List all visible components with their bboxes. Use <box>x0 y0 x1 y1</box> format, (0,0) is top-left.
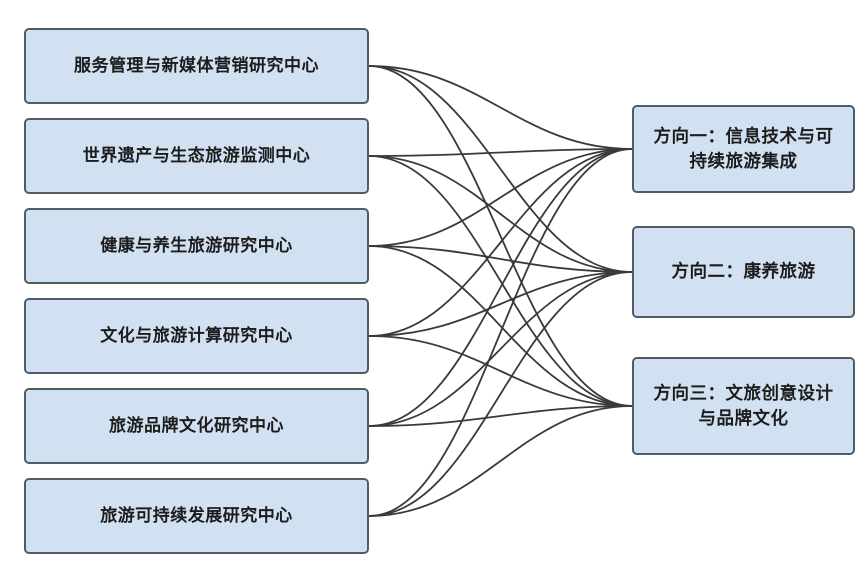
connector-curve <box>368 155 633 273</box>
connector-curve <box>368 148 633 247</box>
connector-curve <box>368 148 633 517</box>
research-center-box: 服务管理与新媒体营销研究中心 <box>24 28 369 104</box>
direction-label: 方向一：信息技术与可持续旅游集成 <box>653 125 834 171</box>
connector-curve <box>368 335 633 407</box>
connector-curve <box>368 65 633 407</box>
direction-box: 方向三：文旅创意设计与品牌文化 <box>632 357 855 455</box>
connector-curve <box>368 271 633 517</box>
research-center-box: 旅游可持续发展研究中心 <box>24 478 369 554</box>
connector-curve <box>368 245 633 273</box>
connector-curve <box>368 405 633 427</box>
direction-label: 方向二：康养旅游 <box>671 261 816 282</box>
connector-curve <box>368 65 633 150</box>
connector-curve <box>368 148 633 337</box>
research-center-box: 世界遗产与生态旅游监测中心 <box>24 118 369 194</box>
connector-curve <box>368 148 633 157</box>
research-center-label: 服务管理与新媒体营销研究中心 <box>74 55 319 75</box>
research-center-box: 文化与旅游计算研究中心 <box>24 298 369 374</box>
connector-curve <box>368 271 633 337</box>
research-center-label: 文化与旅游计算研究中心 <box>100 325 293 345</box>
connector-curve <box>368 155 633 407</box>
connector-curve <box>368 148 633 427</box>
connector-curve <box>368 65 633 273</box>
research-center-box: 健康与养生旅游研究中心 <box>24 208 369 284</box>
research-center-label: 旅游可持续发展研究中心 <box>100 505 293 525</box>
research-center-label: 旅游品牌文化研究中心 <box>109 415 284 435</box>
research-center-label: 健康与养生旅游研究中心 <box>100 235 293 255</box>
direction-box: 方向二：康养旅游 <box>632 226 855 318</box>
connector-curve <box>368 271 633 427</box>
connector-curve <box>368 405 633 517</box>
connector-curve <box>368 245 633 407</box>
research-center-label: 世界遗产与生态旅游监测中心 <box>82 145 311 165</box>
direction-box: 方向一：信息技术与可持续旅游集成 <box>632 105 855 193</box>
direction-label: 方向三：文旅创意设计与品牌文化 <box>653 382 834 428</box>
research-center-box: 旅游品牌文化研究中心 <box>24 388 369 464</box>
